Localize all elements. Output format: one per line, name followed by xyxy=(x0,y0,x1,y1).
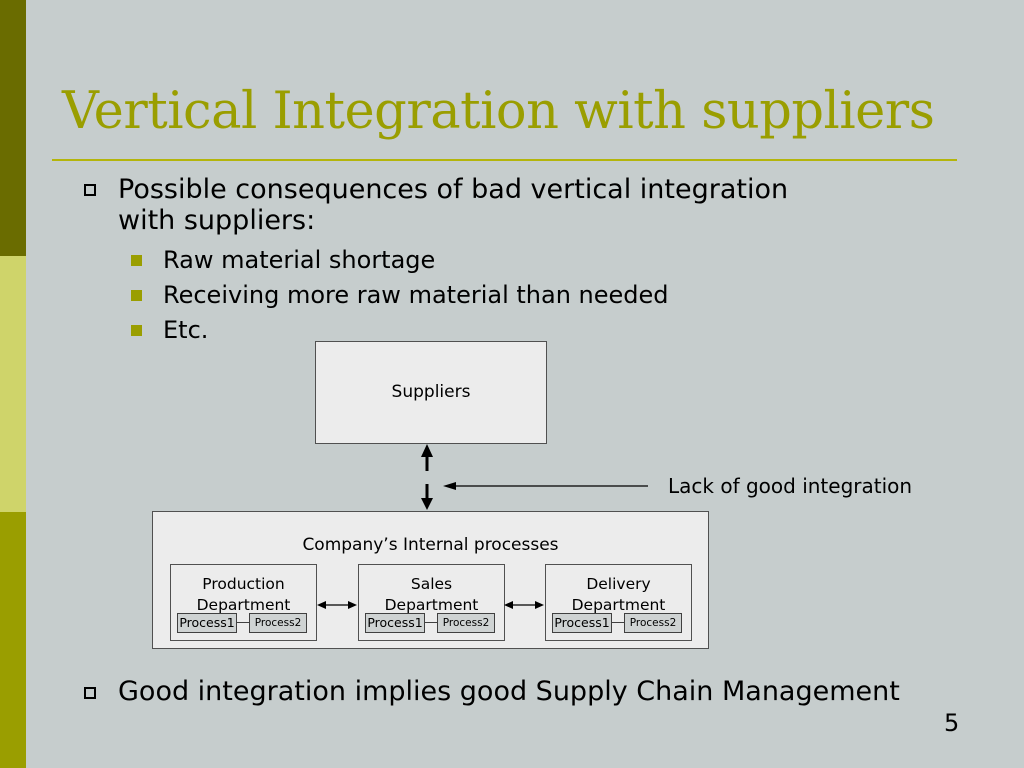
double-arrow-sales-delivery xyxy=(504,601,544,609)
slide-title: Vertical Integration with suppliers xyxy=(62,82,935,141)
pointer-arrow xyxy=(443,482,648,490)
process-connector xyxy=(237,622,249,623)
process2-box: Process2 xyxy=(249,613,307,633)
delivery-department-box: Delivery Department Process1 Process2 xyxy=(545,564,692,641)
process1-box: Process1 xyxy=(365,613,425,633)
company-processes-box: Company’s Internal processes Production … xyxy=(152,511,709,649)
process-connector xyxy=(425,622,437,623)
process1-box: Process1 xyxy=(177,613,237,633)
department-label: Sales Department xyxy=(359,574,504,616)
process2-box: Process2 xyxy=(624,613,682,633)
sub-bullet-etc: Etc. xyxy=(163,316,209,344)
production-department-box: Production Department Process1 Process2 xyxy=(170,564,317,641)
department-suffix: Department xyxy=(384,596,479,614)
suppliers-box: Suppliers xyxy=(315,341,547,444)
department-label: Production Department xyxy=(171,574,316,616)
department-suffix: Department xyxy=(196,596,291,614)
department-suffix: Department xyxy=(571,596,666,614)
double-arrow-production-sales xyxy=(317,601,357,609)
department-name: Sales xyxy=(410,575,453,593)
suppliers-label: Suppliers xyxy=(391,382,471,402)
square-bullet-icon xyxy=(84,184,96,196)
process2-box: Process2 xyxy=(437,613,495,633)
bottom-bullet-text: Good integration implies good Supply Cha… xyxy=(118,676,900,707)
lack-of-integration-label: Lack of good integration xyxy=(668,474,913,498)
square-bullet-icon xyxy=(131,255,142,266)
sub-bullet-receiving-more: Receiving more raw material than needed xyxy=(163,281,669,309)
bullet-text-line-2: with suppliers: xyxy=(118,205,316,236)
square-bullet-icon xyxy=(84,687,96,699)
title-underline xyxy=(52,159,957,161)
page-number: 5 xyxy=(944,709,960,737)
department-name: Delivery xyxy=(586,575,651,593)
process-connector xyxy=(612,622,624,623)
department-label: Delivery Department xyxy=(546,574,691,616)
square-bullet-icon xyxy=(131,290,142,301)
process1-box: Process1 xyxy=(552,613,612,633)
bullet-text-line-1: Possible consequences of bad vertical in… xyxy=(118,174,789,205)
side-bar-top xyxy=(0,0,26,256)
department-name: Production xyxy=(202,575,285,593)
company-processes-label: Company’s Internal processes xyxy=(302,535,559,555)
sales-department-box: Sales Department Process1 Process2 xyxy=(358,564,505,641)
side-bar-middle xyxy=(0,256,26,512)
side-bar-bottom xyxy=(0,512,26,768)
square-bullet-icon xyxy=(131,325,142,336)
sub-bullet-raw-material-shortage: Raw material shortage xyxy=(163,246,436,274)
broken-link-arrow xyxy=(421,444,433,510)
